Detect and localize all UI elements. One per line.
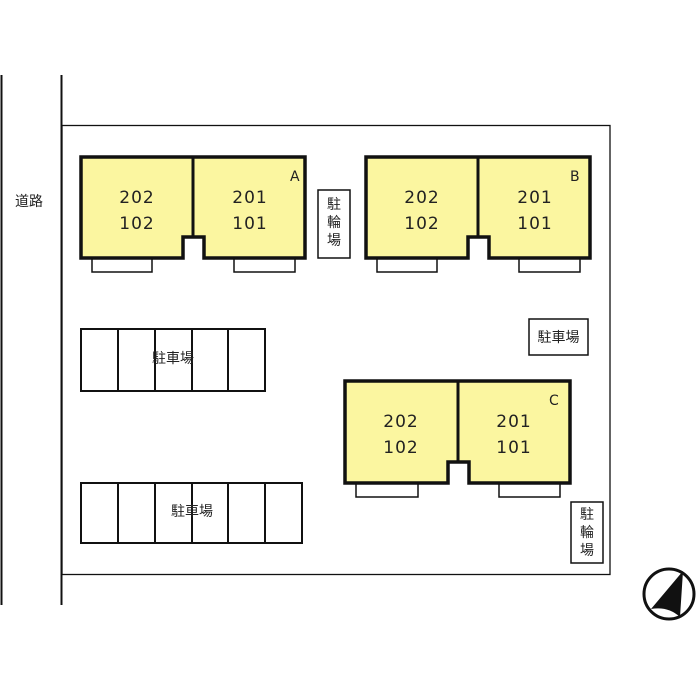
parking-row: 駐車場 — [80, 328, 266, 392]
svg-text:駐: 駐 — [580, 507, 594, 523]
balcony — [355, 482, 419, 498]
unit-number: 102 — [383, 438, 418, 458]
unit-number: 201 — [232, 188, 267, 208]
north-arrow-icon — [642, 567, 696, 621]
svg-text:輪: 輪 — [580, 524, 594, 541]
site-boundary — [61, 124, 611, 576]
unit-number: 201 — [517, 188, 552, 208]
unit-number: 201 — [496, 412, 531, 432]
unit-number: 102 — [119, 214, 154, 234]
unit-number: 202 — [404, 188, 439, 208]
parking-row: 駐車場 — [80, 482, 303, 544]
balcony — [498, 482, 561, 498]
svg-text:駐車場: 駐車場 — [152, 350, 194, 367]
road-label: 道路 — [15, 194, 43, 210]
building-label: C — [549, 393, 559, 409]
unit-number: 101 — [517, 214, 552, 234]
balcony — [91, 257, 153, 273]
balcony — [233, 257, 296, 273]
svg-text:駐: 駐 — [327, 197, 341, 213]
bicycle-parking: 駐 輪 場 — [570, 501, 604, 564]
building-label: A — [290, 169, 300, 185]
unit-number: 101 — [496, 438, 531, 458]
svg-text:輪: 輪 — [327, 214, 341, 231]
unit-number: 202 — [383, 412, 418, 432]
bicycle-parking: 駐 輪 場 — [317, 189, 351, 259]
unit-number: 101 — [232, 214, 267, 234]
svg-text:駐車場: 駐車場 — [538, 329, 580, 346]
unit-number: 202 — [119, 188, 154, 208]
unit-number: 102 — [404, 214, 439, 234]
svg-text:場: 場 — [580, 543, 594, 559]
balcony — [376, 257, 438, 273]
balcony — [518, 257, 581, 273]
building-b: B 202 102 201 101 — [364, 155, 592, 273]
svg-text:駐車場: 駐車場 — [171, 503, 213, 520]
parking-area-label: 駐車場 — [528, 318, 589, 356]
building-a: A 202 102 201 101 — [79, 155, 307, 273]
svg-text:場: 場 — [327, 233, 341, 249]
building-c: C 202 102 201 101 — [343, 379, 572, 498]
building-label: B — [570, 169, 580, 185]
